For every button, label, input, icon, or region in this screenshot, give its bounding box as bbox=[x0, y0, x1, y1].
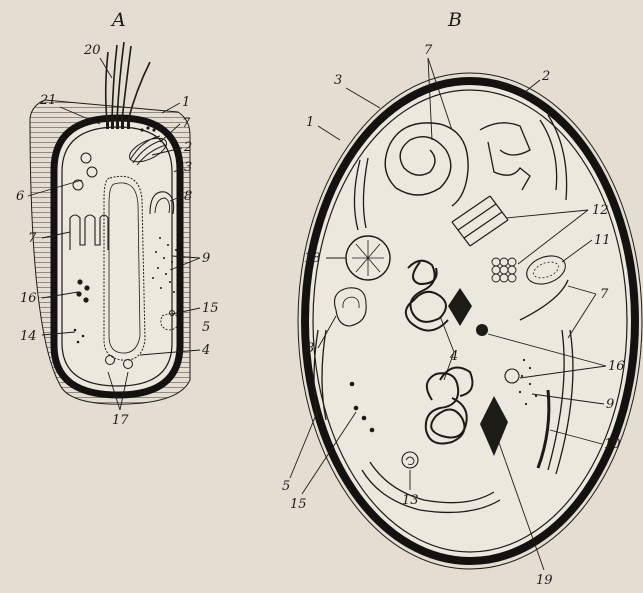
panel-b-cell: B 7 2 3 1 12 11 18 7 8 4 16 9 10 5 15 13… bbox=[282, 9, 642, 588]
granule-16 bbox=[476, 324, 488, 336]
label-b-9: 9 bbox=[606, 397, 614, 412]
label-a-20: 20 bbox=[83, 43, 101, 58]
label-b-5: 5 bbox=[282, 479, 290, 494]
label-a-16: 16 bbox=[20, 291, 37, 306]
label-b-7-top: 7 bbox=[424, 43, 433, 58]
label-a-4: 4 bbox=[201, 343, 210, 358]
label-a-7-left: 7 bbox=[28, 231, 37, 246]
granule bbox=[140, 128, 143, 131]
panel-a-bacterium: A 20 21 1 7 2 3 6 8 7 9 16 15 5 14 4 17 bbox=[16, 9, 219, 428]
label-b-4: 4 bbox=[449, 349, 458, 364]
label-a-5: 5 bbox=[202, 320, 210, 335]
label-b-2: 2 bbox=[541, 69, 550, 84]
label-a-17: 17 bbox=[112, 413, 129, 428]
label-b-1: 1 bbox=[306, 115, 314, 130]
panel-b-title: B bbox=[447, 9, 462, 31]
label-b-13: 13 bbox=[402, 493, 419, 508]
label-a-7-top: 7 bbox=[182, 116, 191, 131]
label-a-6: 6 bbox=[16, 189, 24, 204]
label-a-3: 3 bbox=[184, 160, 192, 175]
label-b-12: 12 bbox=[592, 203, 609, 218]
label-a-2: 2 bbox=[183, 140, 192, 155]
label-b-19: 19 bbox=[536, 573, 553, 588]
label-a-8: 8 bbox=[184, 189, 192, 204]
granule bbox=[146, 126, 149, 129]
label-a-15: 15 bbox=[202, 301, 219, 316]
label-a-14: 14 bbox=[20, 329, 37, 344]
label-a-21: 21 bbox=[39, 93, 57, 108]
label-b-3: 3 bbox=[334, 73, 342, 88]
label-b-7-right: 7 bbox=[600, 287, 609, 302]
label-b-10: 10 bbox=[604, 437, 621, 452]
vacuole-18-rays bbox=[352, 240, 384, 276]
panel-a-title: A bbox=[110, 9, 126, 31]
label-b-8: 8 bbox=[306, 341, 314, 356]
label-b-11: 11 bbox=[594, 233, 611, 248]
label-b-16: 16 bbox=[608, 359, 625, 374]
label-a-1: 1 bbox=[182, 95, 190, 110]
granule bbox=[152, 128, 155, 131]
label-a-9: 9 bbox=[202, 251, 210, 266]
label-b-18: 18 bbox=[304, 251, 321, 266]
cell-wall-b bbox=[305, 81, 635, 561]
label-b-15: 15 bbox=[290, 497, 307, 512]
